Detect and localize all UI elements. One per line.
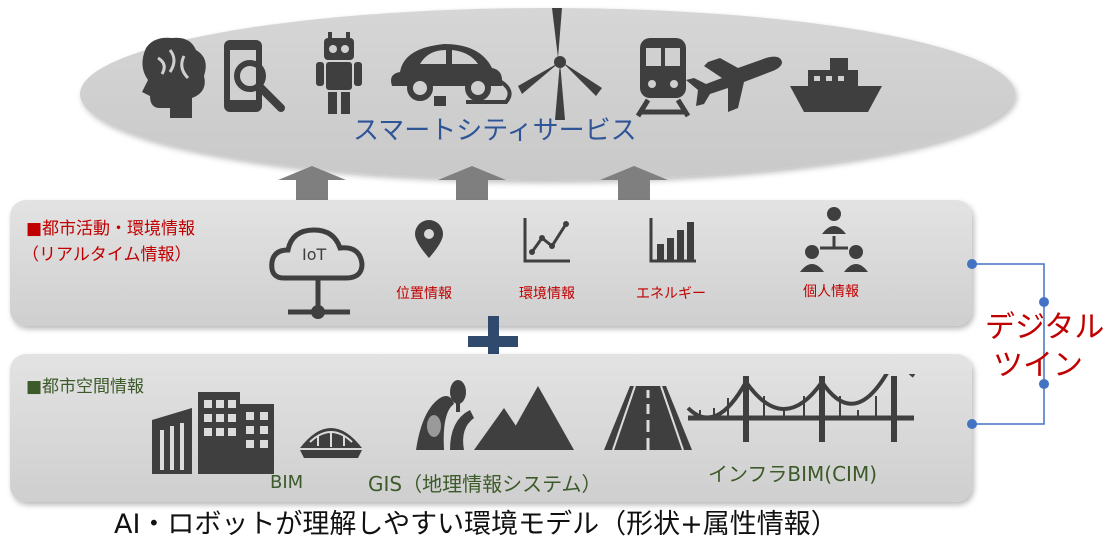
ship-icon xyxy=(790,58,882,112)
up-arrows xyxy=(278,166,668,202)
brain-icon xyxy=(142,37,206,118)
phone-search-icon xyxy=(224,40,285,112)
location-pin-icon xyxy=(415,220,443,258)
realtime-heading: ■都市活動・環境情報 xyxy=(26,219,196,239)
stadium-dome-icon xyxy=(300,428,362,458)
line-chart-icon xyxy=(523,218,570,263)
road-icon xyxy=(604,385,692,451)
realtime-item-label: 個人情報 xyxy=(803,284,859,300)
realtime-info-panel xyxy=(10,200,972,326)
footer-caption: AI・ロボットが理解しやすい環境モデル（形状+属性情報） xyxy=(114,509,838,540)
realtime-subheading: （リアルタイム情報） xyxy=(22,245,192,265)
up-arrow-2 xyxy=(438,166,506,202)
spatial-heading: ■都市空間情報 xyxy=(26,377,145,397)
robot-icon xyxy=(316,32,362,114)
bim-label: BIM xyxy=(270,472,304,493)
digital-twin-label-line2: ツイン xyxy=(993,348,1083,383)
electric-car-icon xyxy=(391,44,512,106)
infra-bim-label: インフラBIM(CIM) xyxy=(708,462,877,486)
bridge-icon xyxy=(686,374,916,442)
up-arrow-1 xyxy=(278,166,346,202)
services-title: スマートシティサービス xyxy=(353,116,637,146)
up-arrow-3 xyxy=(600,166,668,202)
wind-turbine-icon xyxy=(518,8,602,120)
airplane-icon xyxy=(686,56,782,112)
plus-sign xyxy=(468,316,518,366)
digital-twin-connector xyxy=(967,259,1049,429)
iot-cloud-icon xyxy=(269,227,365,319)
landscape-icon xyxy=(416,380,574,450)
service-icons-row xyxy=(142,8,882,120)
people-network-icon xyxy=(800,207,868,272)
buildings-icon xyxy=(152,392,274,474)
digital-twin-label-line1: デジタル xyxy=(985,310,1105,345)
gis-label: GIS（地理情報システム） xyxy=(368,472,602,496)
realtime-item-label: 位置情報 xyxy=(396,286,452,302)
iot-label: IoT xyxy=(302,245,327,264)
bar-chart-icon xyxy=(649,218,696,263)
train-icon xyxy=(635,38,691,118)
realtime-item-label: 環境情報 xyxy=(519,286,575,302)
realtime-item-label: エネルギー xyxy=(636,286,706,302)
